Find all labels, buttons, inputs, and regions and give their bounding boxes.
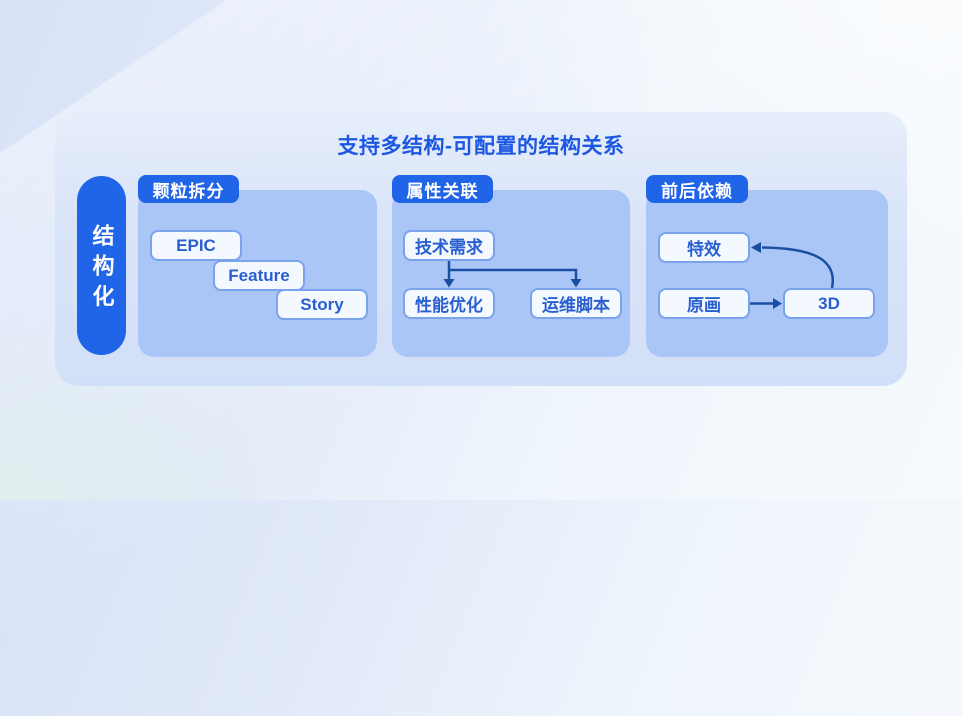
arrow-3d-to-vfx xyxy=(761,246,835,289)
group-header-dependency: 前后依赖 xyxy=(646,175,748,203)
attribute-link-arrows xyxy=(443,261,582,288)
diagram-title: 支持多结构-可配置的结构关系 xyxy=(337,135,625,158)
group-header-attribute-link: 属性关联 xyxy=(392,175,493,203)
group-dependency: 特效 原画 3D xyxy=(646,190,888,357)
side-label-text: 结构化 xyxy=(89,224,115,316)
node-original-art: 原画 xyxy=(658,288,750,319)
node-3d: 3D xyxy=(783,288,875,319)
main-panel: 支持多结构-可配置的结构关系 结构化 颗粒拆分 EPIC Feature Sto… xyxy=(55,112,907,386)
arrowhead-3d xyxy=(773,298,782,309)
arrow-tech-to-ops xyxy=(449,268,578,280)
node-vfx: 特效 xyxy=(658,232,750,263)
node-epic: EPIC xyxy=(150,230,242,261)
node-tech-requirement: 技术需求 xyxy=(403,230,495,261)
node-story: Story xyxy=(276,289,368,320)
group-attribute-link: 技术需求 性能优化 运维脚本 xyxy=(392,190,630,357)
node-performance-optimization: 性能优化 xyxy=(403,288,495,319)
group-header-granule-split: 颗粒拆分 xyxy=(138,175,239,203)
side-label-pill: 结构化 xyxy=(77,176,126,355)
arrowhead-perf xyxy=(443,279,455,288)
arrowhead-vfx xyxy=(751,242,761,253)
dependency-arrows xyxy=(750,242,835,309)
arrowhead-ops xyxy=(570,279,582,288)
node-feature: Feature xyxy=(213,260,305,291)
node-ops-script: 运维脚本 xyxy=(530,288,622,319)
group-granule-split: EPIC Feature Story xyxy=(138,190,377,357)
